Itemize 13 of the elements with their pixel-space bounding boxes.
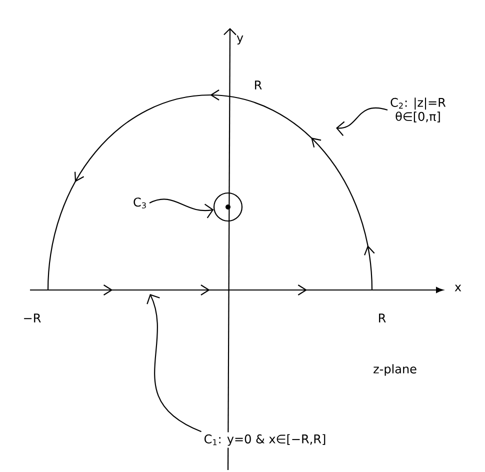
contour-label: C$_{2}$: |z|=R θ∈[0,π] <box>388 96 448 124</box>
axis-label: y <box>236 35 244 45</box>
axis-label: x <box>454 284 462 292</box>
axis-label: R <box>379 314 386 322</box>
leader-line <box>146 294 202 432</box>
leader-line <box>336 107 388 136</box>
axis-label: R <box>255 80 262 90</box>
leader-line <box>149 198 214 218</box>
contour-label: C$_{1}$: y=0 & x∈[−R,R] <box>202 432 328 448</box>
contour-label: C$_{3}$ <box>131 196 149 210</box>
small-circle <box>213 192 243 222</box>
plane-label: z-plane <box>374 364 416 376</box>
axis-label: −R <box>24 314 41 322</box>
